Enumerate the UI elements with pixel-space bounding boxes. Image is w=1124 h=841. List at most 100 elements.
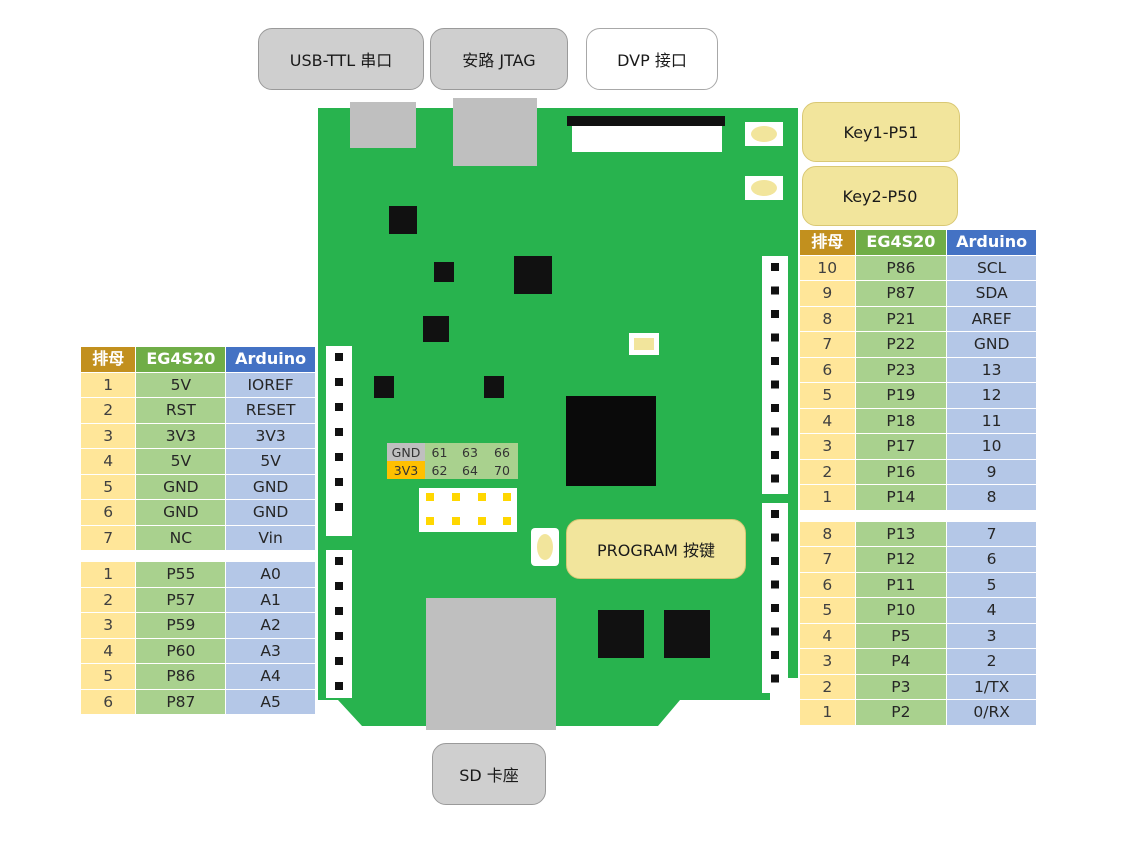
eg4s20-pin: P23 — [854, 356, 948, 383]
arduino-pin: GND — [225, 473, 316, 500]
header-pin-hole — [771, 557, 779, 565]
eg4s20-pin: P86 — [854, 254, 948, 281]
pin-number: 8 — [799, 305, 856, 332]
eg4s20-pin: P11 — [854, 571, 948, 598]
header-pin-hole — [335, 607, 343, 615]
header-pai: 排母 — [799, 229, 856, 256]
arduino-pin: 13 — [946, 356, 1037, 383]
chip — [389, 206, 417, 234]
header-pin-hole — [771, 533, 779, 542]
header-pin-hole — [335, 428, 343, 436]
header-pin-hole — [771, 404, 779, 412]
header-pin-hole — [335, 478, 343, 486]
pin-number: 1 — [799, 699, 856, 726]
sd-card-slot — [426, 598, 556, 730]
usb-ttl-callout: USB-TTL 串口 — [258, 28, 424, 90]
eg4s20-pin: P12 — [854, 546, 948, 573]
key2-callout: Key2-P50 — [802, 166, 958, 226]
header-pin-hole — [771, 427, 779, 436]
eg4s20-pin: 5V — [135, 448, 227, 475]
header-pin-hole — [335, 403, 343, 411]
gpio-label: 63 — [454, 443, 486, 461]
eg4s20-pin: P14 — [854, 484, 948, 511]
arduino-pin: 8 — [946, 484, 1037, 511]
arduino-pin: 1/TX — [946, 673, 1037, 700]
arduino-pin: 0/RX — [946, 699, 1037, 726]
group-separator — [79, 550, 316, 562]
pin-number: 7 — [799, 546, 856, 573]
header-pin-hole — [771, 604, 779, 612]
chip — [423, 316, 449, 342]
eg4s20-pin: 5V — [135, 371, 227, 398]
arduino-pin: A1 — [225, 586, 316, 613]
header-pin-hole — [335, 582, 343, 590]
arduino-pin: A2 — [225, 612, 316, 639]
pin-number: 6 — [799, 356, 856, 383]
gpio-label: 70 — [486, 461, 518, 479]
eg4s20-pin: GND — [135, 473, 227, 500]
pin-number: 2 — [799, 673, 856, 700]
pin-number: 2 — [79, 397, 137, 424]
arduino-pin: 10 — [946, 433, 1037, 460]
arduino-pin: A5 — [225, 688, 316, 715]
pin-number: 3 — [799, 433, 856, 460]
eg4s20-pin: P5 — [854, 622, 948, 649]
gpio-label: 64 — [454, 461, 486, 479]
eg4s20-pin: GND — [135, 499, 227, 526]
arduino-pin: 5 — [946, 571, 1037, 598]
eg4s20-pin: P19 — [854, 382, 948, 409]
pin-number: 1 — [799, 484, 856, 511]
arduino-pin: SDA — [946, 280, 1037, 307]
header-pin-hole — [771, 674, 779, 683]
chip — [514, 256, 552, 294]
pin-number: 2 — [799, 458, 856, 485]
pin-number: 6 — [79, 688, 137, 715]
left-header-analog — [326, 550, 352, 698]
gpio-pins — [419, 488, 517, 532]
dvp-connector-bar — [567, 116, 725, 126]
header-pin-hole — [771, 474, 779, 483]
arduino-pin: IOREF — [225, 371, 316, 398]
header-pin-hole — [771, 651, 779, 659]
jtag-callout: 安路 JTAG — [430, 28, 568, 90]
header-arduino: Arduino — [946, 229, 1037, 256]
arduino-pin: 5V — [225, 448, 316, 475]
arduino-pin: GND — [946, 331, 1037, 358]
pin-number: 1 — [79, 561, 137, 588]
pin-number: 5 — [799, 382, 856, 409]
arduino-pin: 3 — [946, 622, 1037, 649]
usb-connector — [350, 102, 416, 148]
arduino-pin: 4 — [946, 597, 1037, 624]
eg4s20-pin: P22 — [854, 331, 948, 358]
arduino-pin: A3 — [225, 637, 316, 664]
chip — [374, 376, 394, 398]
arduino-pin: AREF — [946, 305, 1037, 332]
gpio-label: 66 — [486, 443, 518, 461]
pin-number: 2 — [79, 586, 137, 613]
pin-number: 5 — [799, 597, 856, 624]
eg4s20-pin: P55 — [135, 561, 227, 588]
header-pin-hole — [771, 310, 779, 318]
eg4s20-pin: P87 — [135, 688, 227, 715]
arduino-pin: GND — [225, 499, 316, 526]
eg4s20-pin: 3V3 — [135, 422, 227, 449]
header-pin-hole — [771, 627, 779, 636]
eg4s20-pin: P3 — [854, 673, 948, 700]
chip — [664, 610, 710, 658]
header-pin-hole — [771, 510, 779, 518]
header-pin-hole — [335, 453, 343, 461]
eg4s20-pin: RST — [135, 397, 227, 424]
